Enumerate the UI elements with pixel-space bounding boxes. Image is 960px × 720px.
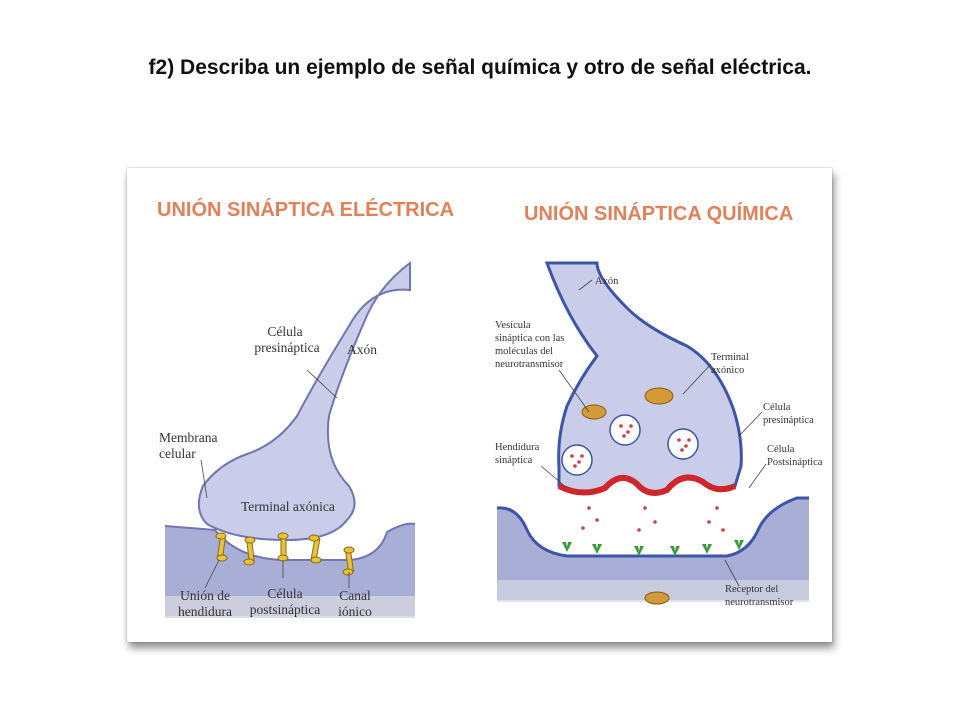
label-terminal-axonica: Terminal axónica	[241, 499, 335, 514]
chemical-synapse-panel: UNIÓN SINÁPTICA QUÍMICA	[495, 201, 823, 608]
label-pre-1: Célula	[763, 402, 791, 413]
chemical-panel-title: UNIÓN SINÁPTICA QUÍMICA	[524, 201, 793, 225]
label-membrana-2: celular	[159, 446, 196, 461]
label-terminal-2: axónico	[711, 365, 744, 376]
synapse-figure: UNIÓN SINÁPTICA ELÉCTRICA	[127, 168, 832, 642]
neurotransmitter-molecules	[581, 506, 725, 532]
label-union-1: Unión de	[180, 588, 230, 603]
label-vesicula-3: moléculas del	[495, 346, 553, 357]
label-receptor-1: Receptor del	[725, 584, 778, 595]
label-axon-electrical: Axón	[347, 342, 377, 357]
electrical-presynaptic-cell	[197, 261, 411, 542]
label-celula-post-1: Célula	[267, 586, 302, 601]
question-heading: f2) Describa un ejemplo de señal química…	[148, 56, 812, 79]
label-terminal-1: Terminal	[711, 352, 749, 363]
electrical-postsynaptic-cell	[165, 523, 415, 616]
label-receptor-2: neurotransmisor	[725, 597, 794, 608]
synaptic-vesicles	[561, 414, 699, 476]
label-union-2: hendidura	[178, 604, 232, 619]
label-pre-2: presináptica	[763, 415, 814, 426]
gap-junction-channels	[215, 532, 355, 576]
label-vesicula-1: Vesícula	[495, 320, 531, 331]
electrical-panel-title: UNIÓN SINÁPTICA ELÉCTRICA	[157, 197, 454, 221]
label-canal-2: iónico	[338, 604, 372, 619]
label-celula-presinaptica-1: Célula	[267, 324, 302, 339]
mitochondria	[581, 387, 674, 605]
label-vesicula-2: sináptica con las	[495, 333, 564, 344]
label-axon-chemical: Axón	[595, 276, 619, 287]
electrical-synapse-panel: UNIÓN SINÁPTICA ELÉCTRICA	[157, 197, 454, 619]
label-post-1: Célula	[767, 444, 795, 455]
label-membrana-1: Membrana	[159, 430, 217, 445]
label-hendidura-1: Hendidura	[495, 442, 540, 453]
label-celula-post-2: postsináptica	[250, 602, 321, 617]
label-canal-1: Canal	[339, 588, 371, 603]
neurotransmitter-receptors	[562, 540, 744, 556]
label-celula-presinaptica-2: presináptica	[254, 340, 319, 355]
chemical-postsynaptic-cell	[497, 498, 809, 600]
label-post-2: Postsináptica	[767, 457, 823, 468]
label-hendidura-2: sináptica	[495, 455, 533, 466]
label-vesicula-4: neurotransmisor	[495, 359, 564, 370]
synapse-diagram: UNIÓN SINÁPTICA ELÉCTRICA	[157, 197, 823, 619]
